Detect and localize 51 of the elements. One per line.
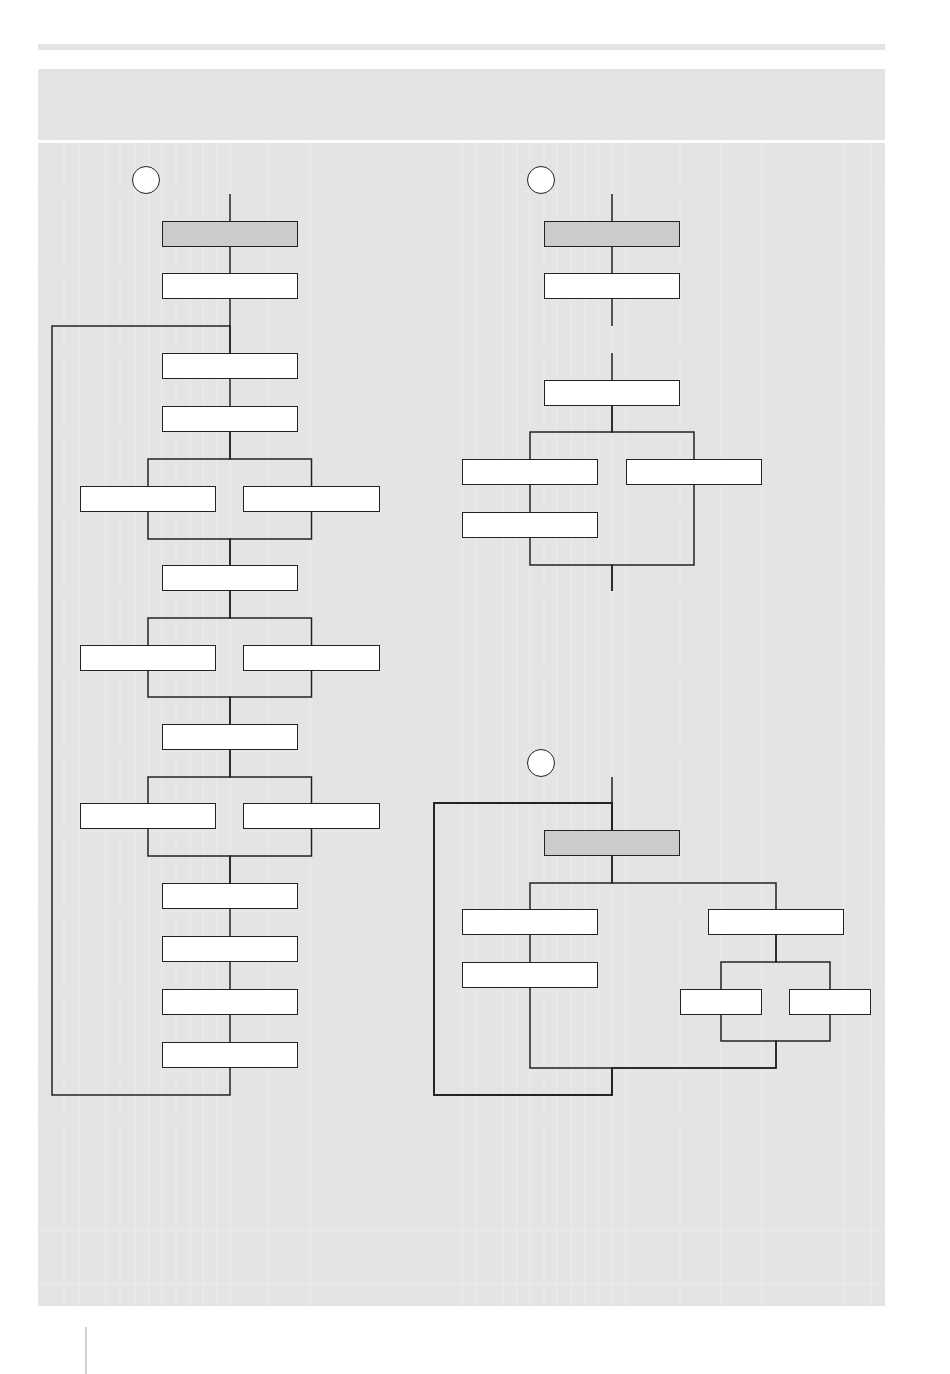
connector-line (229, 1014, 231, 1043)
step-box (162, 406, 298, 432)
step-box (162, 883, 298, 909)
step-box (462, 512, 598, 538)
connector-line (529, 484, 531, 513)
step-box (789, 989, 871, 1015)
step-box (680, 989, 762, 1015)
step-box (626, 459, 762, 485)
step-box (708, 909, 844, 935)
step-box (544, 830, 680, 856)
connector-line (611, 405, 695, 460)
connector-line (229, 378, 231, 407)
connector-line (229, 193, 231, 222)
connector-line (51, 325, 231, 1096)
step-box (162, 724, 298, 750)
step-box (544, 273, 680, 299)
connector-line (229, 590, 313, 646)
step-box (243, 645, 380, 671)
step-box (162, 989, 298, 1015)
connector-line (229, 431, 313, 487)
step-box (162, 273, 298, 299)
connector-line (611, 298, 613, 327)
connector-line (229, 670, 313, 725)
connector-line (775, 934, 831, 990)
connector-line (229, 749, 313, 804)
connector-line (611, 246, 613, 274)
step-box (544, 380, 680, 406)
step-box (544, 221, 680, 247)
step-box (162, 221, 298, 247)
step-box (462, 459, 598, 485)
step-box (80, 803, 216, 829)
connector-line (229, 828, 313, 884)
step-box (162, 1042, 298, 1068)
step-box (462, 962, 598, 988)
connector-line (229, 511, 313, 566)
step-box (243, 803, 380, 829)
connector-line (611, 855, 777, 910)
step-box (162, 353, 298, 379)
connector-line (229, 246, 231, 274)
connector-line (611, 352, 613, 381)
step-box (162, 565, 298, 591)
step-box (80, 486, 216, 512)
connector-line (229, 908, 231, 937)
step-box (80, 645, 216, 671)
step-box (462, 909, 598, 935)
step-box (162, 936, 298, 962)
connector-line (229, 961, 231, 990)
connector-line (529, 934, 531, 963)
connector-line (611, 484, 695, 592)
step-box (243, 486, 380, 512)
connector-line (611, 193, 613, 222)
